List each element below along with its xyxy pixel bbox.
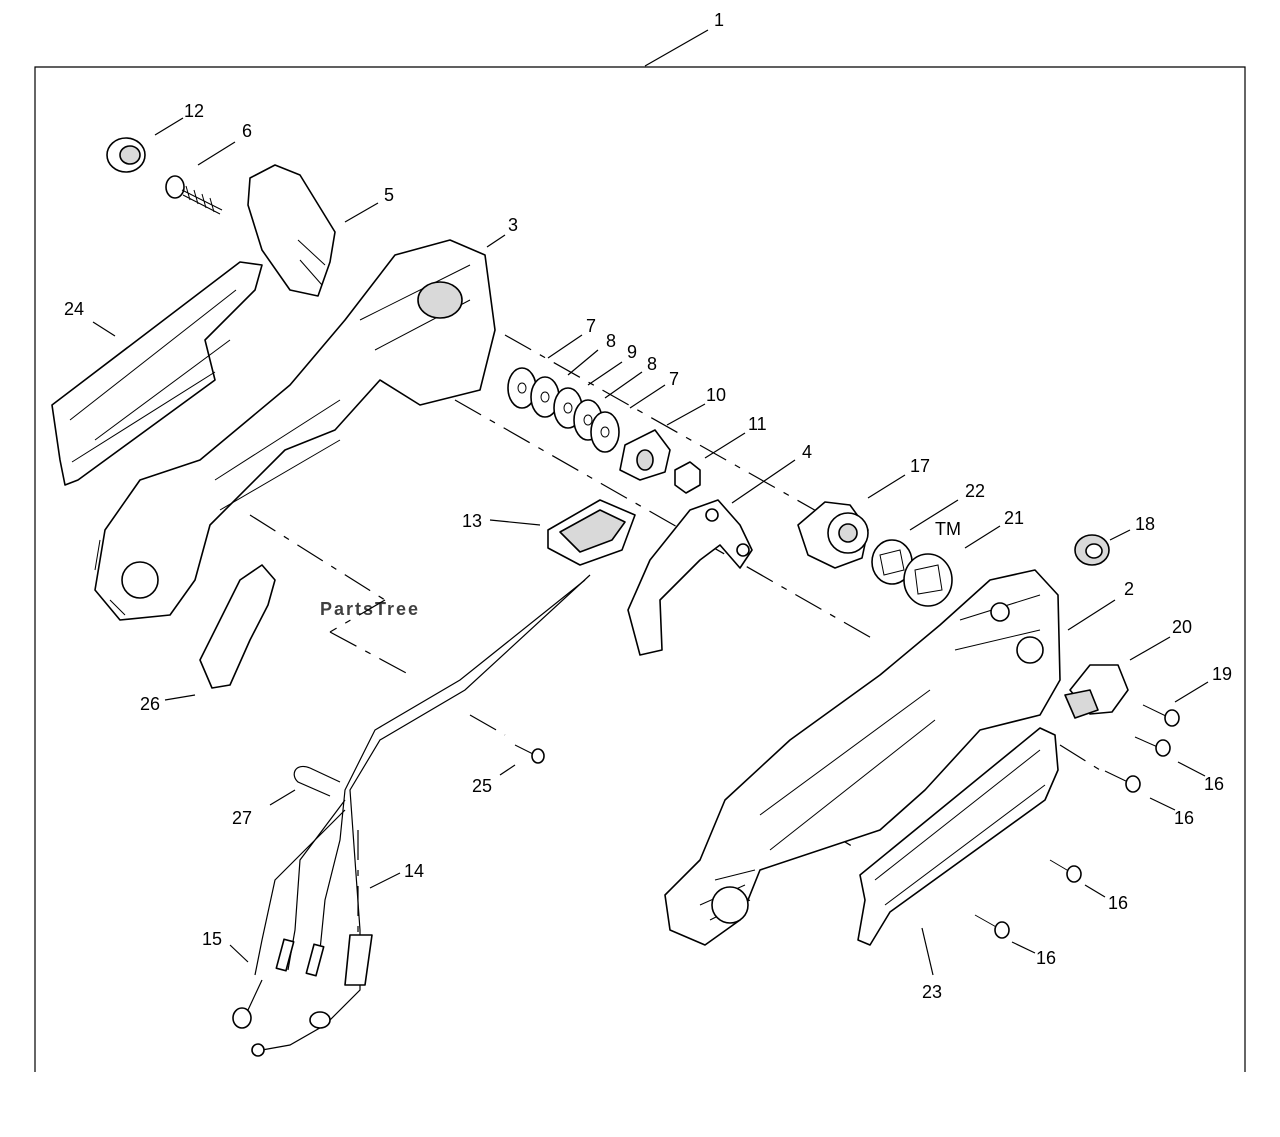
part-18-grommet (1074, 534, 1110, 566)
part-2-housing-right (664, 569, 1061, 946)
callout-18: 18 (1135, 514, 1155, 534)
callout-16b: 16 (1174, 808, 1194, 828)
callout-5: 5 (384, 185, 394, 205)
screws (514, 704, 1180, 939)
leader-lines (92, 29, 1209, 976)
part-4-trigger (627, 499, 753, 656)
callout-16d: 16 (1036, 948, 1056, 968)
callout-1: 1 (714, 10, 724, 30)
part-12-clamp (106, 137, 146, 173)
part-5-bracket (247, 164, 336, 297)
callout-15: 15 (202, 929, 222, 949)
callout-4: 4 (802, 442, 812, 462)
callout-14: 14 (404, 861, 424, 881)
callout-13: 13 (462, 511, 482, 531)
callout-11: 11 (748, 414, 767, 434)
callout-6: 6 (242, 121, 252, 141)
washer-stack (507, 367, 620, 453)
callout-7a: 7 (586, 316, 596, 336)
callout-2: 2 (1124, 579, 1134, 599)
callout-25: 25 (472, 776, 492, 796)
callout-27: 27 (232, 808, 252, 828)
assembly-lines (249, 334, 1101, 965)
part-10-sleeve (619, 429, 671, 481)
part-17-bearing (797, 501, 869, 569)
part-27-clip (293, 765, 341, 797)
part-6-screw (165, 175, 223, 215)
callout-8a: 8 (606, 331, 616, 351)
part-13-switch (547, 499, 636, 566)
callout-19: 19 (1212, 664, 1232, 684)
part-11-nut (674, 461, 701, 494)
callout-16c: 16 (1108, 893, 1128, 913)
callout-12: 12 (184, 101, 204, 121)
callout-22: 22 (965, 481, 985, 501)
part-23-cover (857, 727, 1059, 946)
callout-9: 9 (627, 342, 637, 362)
callout-26: 26 (140, 694, 160, 714)
callout-21: 21 (1004, 508, 1024, 528)
callout-24: 24 (64, 299, 84, 319)
callout-7b: 7 (669, 369, 679, 389)
callout-labels: 1 12 6 5 3 24 7 8 9 8 7 10 11 4 17 22 21… (64, 10, 1232, 1002)
part-3-housing-left (94, 239, 496, 621)
part-14-harness (232, 574, 591, 1057)
part-24-cover (51, 261, 263, 486)
callout-23: 23 (922, 982, 942, 1002)
watermark-trademark: TM (935, 519, 961, 539)
part-21-washer (903, 553, 953, 607)
part-26-lock (199, 564, 276, 689)
callout-10: 10 (706, 385, 726, 405)
diagram-frame (34, 66, 1246, 1072)
callout-20: 20 (1172, 617, 1192, 637)
callout-17: 17 (910, 456, 930, 476)
callout-16a: 16 (1204, 774, 1224, 794)
part-20-collar (1064, 664, 1129, 719)
part-22-washer (871, 539, 913, 585)
callout-3: 3 (508, 215, 518, 235)
callout-8b: 8 (647, 354, 657, 374)
